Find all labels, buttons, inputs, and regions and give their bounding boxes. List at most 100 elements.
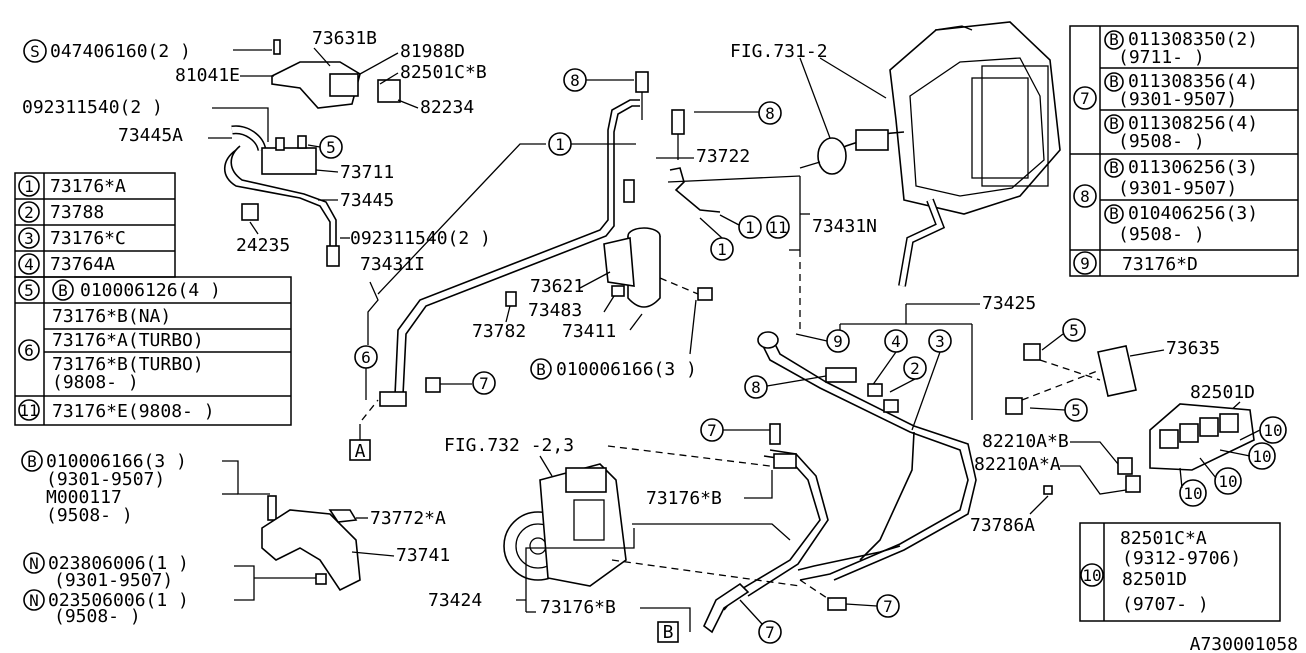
callout-092311540-a: 092311540(2 ) <box>22 97 163 118</box>
relay-82234 <box>377 79 401 103</box>
rtable-7c-date: (9508- ) <box>1118 131 1205 152</box>
table-circle-2: 2 <box>24 203 34 222</box>
bottom-left-bolts: B 010006166(3 ) (9301-9507) M000117 (950… <box>21 450 450 627</box>
table-circle-6: 6 <box>24 341 34 360</box>
circle-5-b: 5 <box>1069 321 1079 340</box>
callout-73786a: 73786A <box>970 515 1035 536</box>
relay-81988d <box>329 73 359 97</box>
evaporator-unit: FIG.731-2 <box>730 21 1061 287</box>
receiver-drier-group: 8 8 73722 73431N 1 11 1 73621 73483 7378… <box>472 68 877 380</box>
left-parts-table: 1 73176*A 2 73788 3 73176*C 4 73764A 5 B… <box>14 172 292 426</box>
symbol-n-b: N <box>29 591 39 610</box>
table-circle-1: 1 <box>24 177 34 196</box>
callout-82234: 82234 <box>420 97 474 118</box>
symbol-s-text: S <box>30 42 40 61</box>
circle-8-c: 8 <box>751 378 761 397</box>
circle-10-a: 10 <box>1263 421 1282 440</box>
symbol-n-a: N <box>29 554 39 573</box>
rtable-circle-9: 9 <box>1080 254 1090 273</box>
circle-8-a: 8 <box>570 71 580 90</box>
hose-73425-group: 73425 9 4 3 2 8 <box>744 250 1036 581</box>
circle-7-d: 7 <box>883 597 893 616</box>
rtable-b-3: B <box>1109 114 1119 133</box>
callout-82501cb: 82501C*B <box>400 62 487 83</box>
circle-9: 9 <box>833 332 843 351</box>
fig-731-2: FIG.731-2 <box>730 41 828 62</box>
callout-73782: 73782 <box>472 321 526 342</box>
bolt-n2: 023506006(1 ) <box>48 590 189 611</box>
bolt-b2: M000117 <box>46 487 122 508</box>
table-row-11: 73176*E(9808- ) <box>52 401 215 422</box>
table-row-5: 010006126(4 ) <box>80 280 221 301</box>
table-row-6d: (9808- ) <box>52 372 139 393</box>
circle-1-b: 1 <box>745 218 755 237</box>
right-parts-table: 7 B 011308350(2) (9711- ) B 011308356(4)… <box>1069 25 1299 277</box>
rtable-8a-date: (9301-9507) <box>1118 178 1237 199</box>
circle-4: 4 <box>891 332 901 351</box>
callout-73445a: 73445A <box>118 125 183 146</box>
circle-8-b: 8 <box>765 104 775 123</box>
callout-73176b-b: 73176*B <box>540 597 616 618</box>
callout-73483: 73483 <box>528 300 582 321</box>
part-73711 <box>261 147 317 175</box>
bracket-73621 <box>603 237 635 287</box>
compressor-body <box>539 463 627 587</box>
rtable-7b: 011308356(4) <box>1128 71 1258 92</box>
callout-82210ab: 82210A*B <box>982 431 1069 452</box>
circle-11: 11 <box>768 218 787 237</box>
rtable-b-1: B <box>1109 30 1119 49</box>
callout-73424: 73424 <box>428 590 482 611</box>
rtable-b-4: B <box>1109 158 1119 177</box>
receiver-drier-73411 <box>627 236 661 308</box>
rtable-circle-7: 7 <box>1080 89 1090 108</box>
table-row-4: 73764A <box>50 254 115 275</box>
circle-1-c: 1 <box>717 240 727 259</box>
table-row-6b: 73176*A(TURBO) <box>52 330 204 351</box>
callout-81988d: 81988D <box>400 41 465 62</box>
callout-73431i: 73431I <box>360 254 425 275</box>
rtable-circle-8: 8 <box>1080 187 1090 206</box>
symbol-b-b: B <box>27 452 37 471</box>
callout-82501d: 82501D <box>1190 382 1255 403</box>
bolt-n1: 023806006(1 ) <box>48 553 189 574</box>
circle-5-a: 5 <box>326 138 336 157</box>
circle-1-a: 1 <box>555 135 565 154</box>
expansion-valve <box>817 137 847 175</box>
callout-24235: 24235 <box>236 235 290 256</box>
circle-6: 6 <box>361 348 371 367</box>
rtable-9: 73176*D <box>1122 254 1198 275</box>
circle-7-b: 7 <box>707 421 717 440</box>
btable-b-date: (9707- ) <box>1122 594 1209 615</box>
evaporator-case <box>889 21 1061 215</box>
callout-82210aa: 82210A*A <box>974 454 1061 475</box>
rtable-8b-date: (9508- ) <box>1118 224 1205 245</box>
callout-81041e: 81041E <box>175 65 240 86</box>
callout-73631b: 73631B <box>312 28 377 49</box>
table-circle-4: 4 <box>24 255 34 274</box>
callout-73772a: 73772*A <box>370 508 446 529</box>
callout-73635: 73635 <box>1166 338 1220 359</box>
rtable-7b-date: (9301-9507) <box>1118 89 1237 110</box>
ref-box-b <box>657 621 679 643</box>
rtable-7a-date: (9711- ) <box>1118 47 1205 68</box>
rtable-b-2: B <box>1109 72 1119 91</box>
btable-a: 82501C*A <box>1120 528 1207 549</box>
bolt-b1: 010006166(3 ) <box>46 451 187 472</box>
rtable-8a: 011306256(3) <box>1128 157 1258 178</box>
bracket-73741 <box>261 509 361 592</box>
btable-circle-10: 10 <box>1082 566 1101 585</box>
callout-092311540-b: 092311540(2 ) <box>350 228 491 249</box>
table-circle-5: 5 <box>24 281 34 300</box>
bolt-n2-date: (9508- ) <box>54 606 141 627</box>
callout-73411: 73411 <box>562 321 616 342</box>
callout-73711: 73711 <box>340 162 394 183</box>
fig-732-23: FIG.732 -2,3 <box>444 435 574 456</box>
circle-2: 2 <box>910 359 920 378</box>
part-73772a <box>328 509 358 523</box>
callout-b010006166: 010006166(3 ) <box>556 359 697 380</box>
callout-73722: 73722 <box>696 146 750 167</box>
symbol-b-a: B <box>536 360 546 379</box>
callout-73431n: 73431N <box>812 216 877 237</box>
table-circle-3: 3 <box>24 229 34 248</box>
clip-24235 <box>241 203 259 221</box>
